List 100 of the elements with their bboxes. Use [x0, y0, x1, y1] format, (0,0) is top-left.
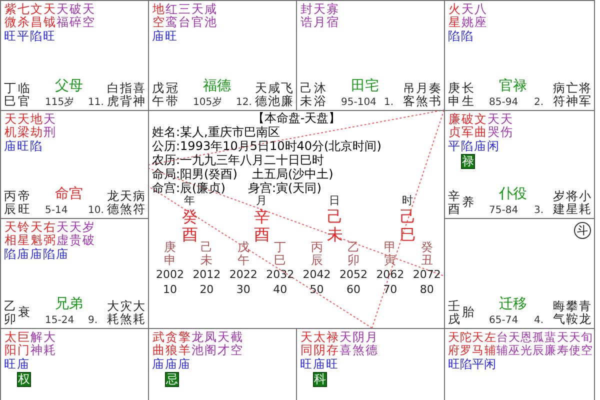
palace-cell — [148, 0, 297, 111]
spirit-name: 将军 — [579, 82, 591, 108]
pillar-characters: 己未 — [327, 208, 343, 244]
life-stage: 胎 — [462, 306, 474, 319]
palace-cell — [0, 0, 149, 111]
age-range: 95-104 — [341, 96, 376, 109]
star-name: 大耗 — [43, 331, 56, 357]
age-range: 75-84 — [489, 204, 518, 217]
spirit-name: 咸池 — [268, 82, 280, 108]
spirit-name: 飞廉 — [281, 82, 293, 108]
spirit-name: 亡神 — [566, 82, 578, 108]
pillar-characters: 癸酉 — [182, 208, 198, 244]
dotted-line — [148, 186, 372, 328]
decade-age: 80 — [418, 283, 435, 296]
star-name: 禄存 — [326, 331, 339, 357]
star-name: 月德 — [365, 331, 378, 357]
spirit-name: 喜神 — [133, 82, 145, 108]
spirit-name: 天煞 — [120, 190, 132, 216]
star-name: 铃星 — [17, 221, 30, 247]
star-name: 天巫 — [508, 331, 520, 357]
stem-branch: 辛酉 — [448, 190, 460, 216]
palace-name: 官禄 — [499, 79, 527, 94]
star-name: 七杀 — [17, 3, 30, 29]
decade-year: 2062 — [375, 268, 406, 281]
decade-year: 2022 — [228, 268, 258, 281]
star-name: 紫微 — [4, 3, 17, 29]
decade-age: 20 — [198, 283, 215, 296]
spirit-name: 天德 — [255, 82, 267, 108]
decade-age: 30 — [235, 283, 252, 296]
decade-age: 70 — [382, 283, 398, 296]
decade-year: 2032 — [265, 268, 296, 281]
chart-title: 【本命盘-天盘】 — [251, 112, 342, 125]
star-name: 天刑 — [43, 113, 56, 139]
decade-age: 10 — [162, 283, 178, 296]
brightness-text: 平陷庙闲 — [448, 140, 500, 153]
pillar-heading: 时 — [402, 194, 413, 207]
star-name: 陀罗 — [460, 331, 472, 357]
star-name: 天使 — [568, 331, 581, 357]
brightness-text: 旺庙旺 — [300, 358, 339, 371]
spirit-name: 龙德 — [107, 190, 119, 216]
star-name: 孤辰 — [532, 331, 545, 357]
brightness-text: 旺庙 — [4, 358, 30, 371]
star-name: 太阴 — [313, 331, 326, 357]
pillar-characters: 辛酉 — [254, 208, 270, 244]
star-name: 天喜 — [339, 331, 352, 357]
star-name: 擎羊 — [178, 331, 191, 357]
spirit-name: 大耗 — [133, 300, 145, 326]
palace-number: 3. — [534, 204, 544, 217]
spirit-name: 岁建 — [553, 190, 565, 216]
info-line: 土五局(沙中土) — [252, 168, 334, 181]
decade-stem-branch: 癸丑 — [420, 241, 433, 267]
decade-year: 2002 — [155, 268, 185, 281]
stem-branch: 庚申 — [448, 82, 460, 108]
age-range: 15-24 — [45, 314, 74, 327]
age-range: 85-94 — [489, 96, 518, 109]
age-range: 65-74 — [489, 314, 518, 327]
stem-branch: 乙卯 — [4, 300, 16, 326]
star-name: 天机 — [4, 113, 17, 139]
star-name: 天寿 — [556, 331, 569, 357]
transform-badge: 科 — [313, 372, 327, 387]
star-name: 左辅 — [484, 331, 496, 357]
age-range: 115岁 — [45, 96, 74, 109]
decade-year: 2072 — [412, 268, 442, 281]
brightness-text: 陷庙庙陷庙 — [4, 248, 69, 261]
palace-cell — [0, 110, 149, 219]
palace-number: 11. — [88, 96, 104, 109]
spirit-name: 病符 — [553, 82, 565, 108]
palace-cell — [0, 218, 149, 329]
palace-name: 兄弟 — [55, 297, 83, 312]
brightness-text: 旺陷平闲 — [448, 358, 496, 371]
stem-branch: 戊午 — [152, 82, 164, 108]
spirit-name: 大耗 — [107, 300, 119, 326]
info-line: 身宫:寅(天同) — [248, 182, 322, 195]
star-name: 红鸾 — [165, 3, 178, 29]
star-name: 天钺 — [43, 3, 56, 29]
palace-cell — [444, 110, 595, 219]
palace-cell — [444, 0, 595, 111]
life-stage: 帝旺 — [18, 190, 30, 216]
star-name: 蜚廉 — [544, 331, 557, 357]
pillar-characters: 己巳 — [400, 208, 416, 244]
palace-name: 田宅 — [351, 79, 379, 94]
decade-stem-branch: 甲寅 — [384, 241, 396, 267]
star-name: 地空 — [152, 3, 165, 29]
decade-stem-branch: 乙卯 — [348, 241, 360, 267]
star-name: 恩光 — [520, 331, 533, 357]
circled-label: 斗 — [574, 222, 591, 239]
star-name: 截空 — [230, 331, 243, 357]
palace-number: 1. — [384, 96, 394, 109]
palace-name: 迁移 — [499, 297, 527, 312]
decade-stem-branch: 丙辰 — [310, 241, 323, 267]
life-stage: 衰 — [18, 306, 30, 319]
dotted-line — [148, 110, 444, 166]
transform-badge: 权 — [17, 372, 31, 387]
palace-number: 2. — [534, 96, 544, 109]
transform-badge: 忌 — [165, 372, 179, 387]
star-name: 天梁 — [17, 113, 30, 139]
life-stage: 冠带 — [166, 82, 178, 108]
age-range: 105岁 — [193, 96, 222, 109]
star-name: 文昌 — [30, 3, 43, 29]
brightness-text: 陷陷 — [448, 30, 474, 43]
